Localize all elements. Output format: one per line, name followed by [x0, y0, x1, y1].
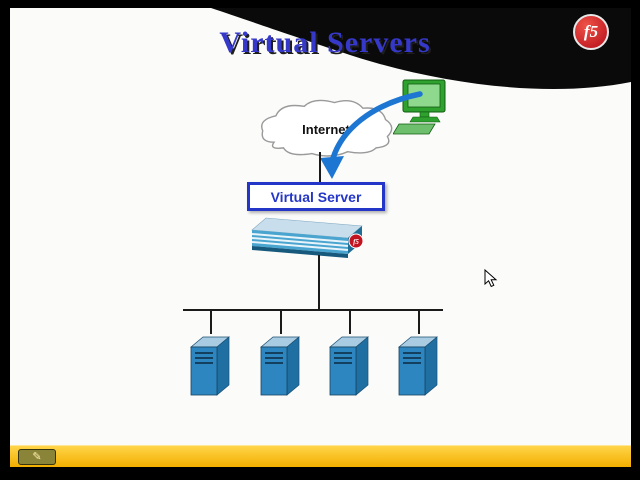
server-drop-line: [280, 310, 282, 334]
device-f5-logo-text: f5: [353, 238, 359, 246]
network-bus-line: [183, 309, 443, 311]
virtual-server-label: Virtual Server: [270, 188, 362, 205]
mouse-cursor: [484, 269, 498, 288]
server-drop-line: [349, 310, 351, 334]
pen-tool-button[interactable]: ✎: [18, 449, 56, 465]
server-drop-line: [210, 310, 212, 334]
pen-icon: ✎: [32, 451, 42, 463]
server-drop-line: [418, 310, 420, 334]
slide: f5 Virtual Servers Internet Virtual Serv…: [10, 8, 631, 467]
corner-swoosh-decoration: [211, 8, 631, 90]
server-tower-icon: [398, 336, 438, 396]
bottom-toolbar: ✎: [10, 445, 631, 467]
connector-device-to-bus: [318, 255, 320, 310]
slide-title: Virtual Servers: [219, 26, 431, 59]
cloud-icon: [261, 99, 393, 157]
server-tower-icon: [329, 336, 369, 396]
internet-label: Internet: [302, 121, 350, 137]
server-tower-icon: [190, 336, 230, 396]
client-computer-icon: [393, 79, 446, 135]
f5-logo: f5: [573, 14, 609, 50]
traffic-arrow-icon: [320, 91, 423, 179]
connector-cloud-to-box: [319, 152, 321, 183]
virtual-server-box: Virtual Server: [247, 182, 385, 211]
load-balancer-icon: f5: [251, 217, 364, 258]
internet-cloud: Internet: [252, 95, 400, 163]
server-tower-icon: [260, 336, 300, 396]
f5-logo-text: f5: [583, 22, 599, 41]
